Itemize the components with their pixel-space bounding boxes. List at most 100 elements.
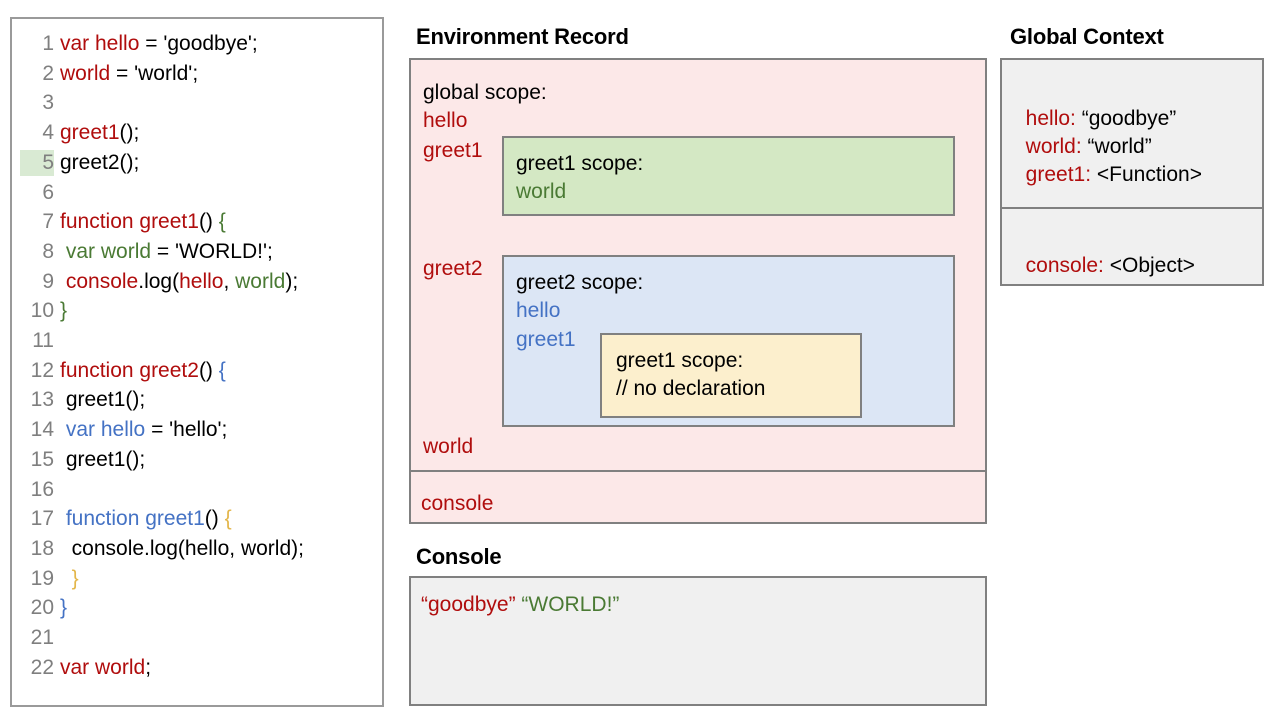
global-binding-world: world <box>423 435 474 458</box>
code-token: = 'world'; <box>110 61 199 85</box>
code-token: ); <box>285 269 299 293</box>
code-token: { <box>224 507 232 531</box>
greet2-scope-binding-hello: hello <box>516 299 561 322</box>
line-number: 19 <box>30 566 54 590</box>
code-token: function greet2 <box>60 358 199 382</box>
global-binding-greet2: greet2 <box>423 257 483 280</box>
greet1-scope-box-outer: greet1 scope: world <box>502 136 955 216</box>
global-context-divider <box>1000 207 1264 209</box>
greet2-scope-binding-greet1: greet1 <box>516 328 576 351</box>
code-token: world <box>60 61 111 85</box>
greet1-scope-outer-binding-world: world <box>516 180 567 203</box>
code-line-text: console.log(hello, world); <box>60 534 304 564</box>
code-token: var world <box>60 655 146 679</box>
code-token: ; <box>145 655 152 679</box>
global-context-row-world: world: “world” <box>1014 106 1152 160</box>
line-number: 2 <box>42 61 54 85</box>
gc-value-greet1: <Function> <box>1091 163 1202 186</box>
line-number: 7 <box>42 210 54 234</box>
code-token: greet2(); <box>60 150 140 174</box>
global-context-row-greet1: greet1: <Function> <box>1014 134 1202 188</box>
global-context-row-hello: hello: “goodbye” <box>1014 78 1177 132</box>
line-number: 13 <box>30 388 54 412</box>
code-token: function greet1 <box>60 210 199 234</box>
code-token: console <box>65 269 139 293</box>
code-token: function greet1 <box>65 507 205 531</box>
code-token: .log( <box>138 269 180 293</box>
code-token: hello <box>179 269 224 293</box>
code-token: var hello <box>65 418 146 442</box>
code-token: var hello <box>60 32 140 55</box>
code-line[interactable]: 11 <box>12 326 382 356</box>
environment-record-console-label: console <box>421 492 494 515</box>
code-line[interactable]: 1 var hello = 'goodbye'; <box>12 29 382 59</box>
line-number: 8 <box>42 239 54 263</box>
code-line[interactable]: 19 } <box>12 564 382 594</box>
line-number: 20 <box>30 596 54 620</box>
code-line[interactable]: 10} <box>12 296 382 326</box>
gc-value-world: “world” <box>1081 135 1152 158</box>
line-number: 16 <box>30 477 54 501</box>
code-line-text: greet1(); <box>60 385 145 415</box>
console-title: Console <box>416 544 502 569</box>
gc-key-greet1: greet1: <box>1025 163 1092 186</box>
code-line[interactable]: 13 greet1(); <box>12 385 382 415</box>
code-line[interactable]: 8 var world = 'WORLD!'; <box>12 237 382 267</box>
code-token: } <box>71 566 79 590</box>
line-number: 15 <box>30 447 54 471</box>
code-line[interactable]: 18 console.log(hello, world); <box>12 534 382 564</box>
console-output-token: “goodbye” <box>421 593 516 616</box>
code-line-text: greet1(); <box>60 118 139 148</box>
code-line[interactable]: 15 greet1(); <box>12 445 382 475</box>
code-token: , <box>223 269 236 293</box>
line-number: 3 <box>42 91 54 115</box>
greet1-scope-outer-heading: greet1 scope: <box>516 152 644 175</box>
code-token: greet1 <box>60 121 120 145</box>
line-number: 1 <box>42 32 54 55</box>
code-line[interactable]: 9 console.log(hello, world); <box>12 267 382 297</box>
code-line-text: var hello = 'goodbye'; <box>60 29 258 59</box>
console-output-token: “WORLD!” <box>521 593 620 616</box>
gc-value-console: <Object> <box>1103 254 1195 277</box>
code-line[interactable]: 16 <box>12 475 382 505</box>
code-token: var world <box>65 239 152 263</box>
code-line-text: } <box>60 564 79 594</box>
line-number: 9 <box>42 269 54 293</box>
code-line[interactable]: 17 function greet1() { <box>12 504 382 534</box>
console-output-box[interactable] <box>409 576 987 706</box>
line-number: 12 <box>30 358 54 382</box>
code-token: () <box>198 358 219 382</box>
code-token: console.log(hello, world); <box>60 536 304 560</box>
code-line[interactable]: 14 var hello = 'hello'; <box>12 415 382 445</box>
greet1-scope-inner-heading: greet1 scope: <box>616 349 744 372</box>
code-token: greet1(); <box>60 388 146 412</box>
code-line[interactable]: 21 <box>12 623 382 653</box>
code-line[interactable]: 3 <box>12 88 382 118</box>
code-line[interactable]: 6 <box>12 178 382 208</box>
code-token <box>60 567 72 590</box>
line-number: 5 <box>20 149 54 176</box>
line-number: 22 <box>30 655 54 679</box>
code-line[interactable]: 20} <box>12 593 382 623</box>
code-line-text: } <box>60 296 67 326</box>
global-binding-hello: hello <box>423 109 468 132</box>
console-output-line: “goodbye” “WORLD!” <box>421 591 619 618</box>
code-token: } <box>60 299 68 323</box>
code-line-text: console.log(hello, world); <box>60 267 298 297</box>
code-line-text: greet2(); <box>60 148 139 178</box>
environment-record-title: Environment Record <box>416 24 629 49</box>
code-token: = 'goodbye'; <box>139 32 258 55</box>
gc-key-hello: hello: <box>1025 107 1076 130</box>
global-context-box <box>1000 58 1264 286</box>
environment-record-divider <box>409 470 987 472</box>
code-line-text: greet1(); <box>60 445 145 475</box>
global-scope-heading: global scope: <box>423 81 547 104</box>
line-number: 11 <box>32 329 54 352</box>
